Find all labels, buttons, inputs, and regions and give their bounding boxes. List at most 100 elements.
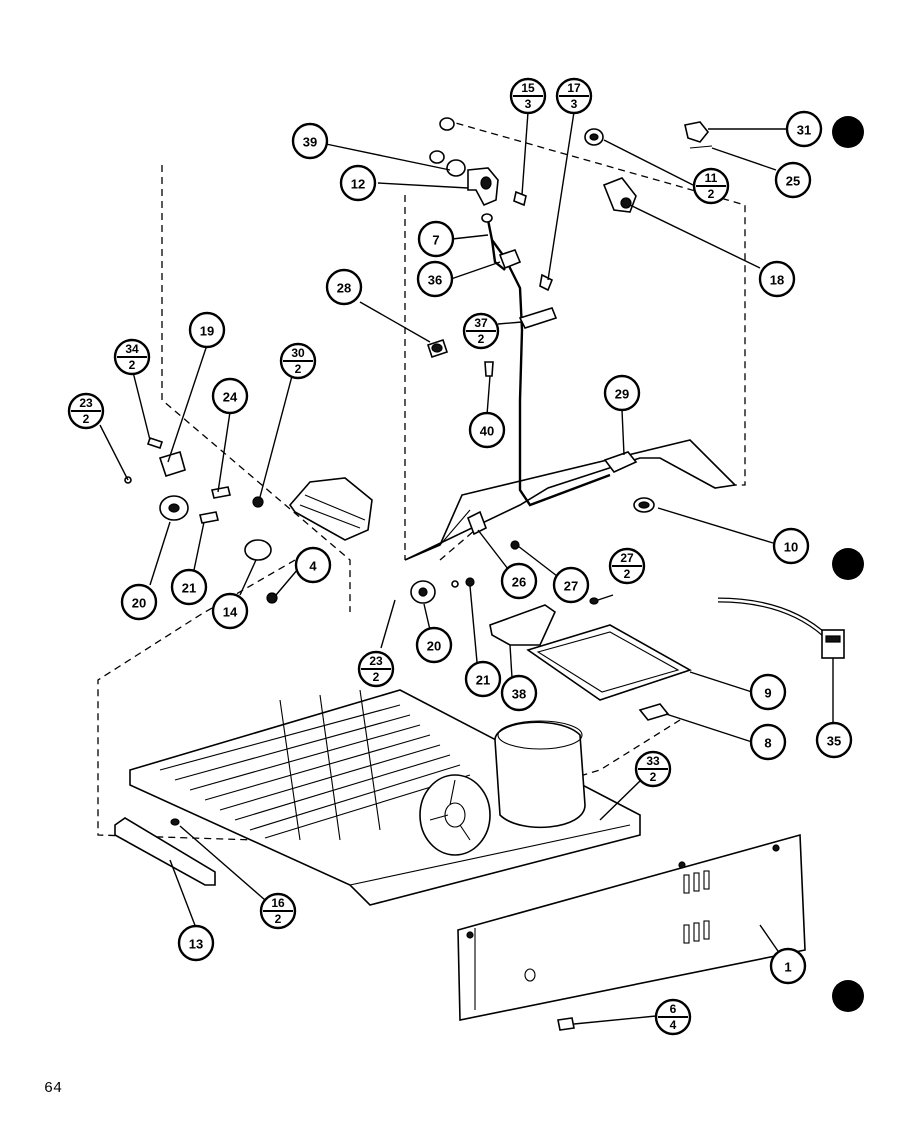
callout-number: 39 (303, 135, 317, 150)
callout-circle (774, 161, 812, 199)
callout-c27: 27 (552, 566, 590, 604)
callout-c15-3: 153 (509, 77, 547, 115)
callout-number: 12 (351, 177, 365, 192)
callout-top-number: 33 (646, 754, 660, 768)
callout-bottom-number: 2 (373, 670, 380, 684)
callout-number: 10 (784, 540, 798, 555)
callout-number: 20 (427, 639, 441, 654)
callout-number: 26 (512, 575, 526, 590)
callout-circle (170, 568, 208, 606)
callout-c7: 7 (417, 220, 455, 258)
callout-c36: 36 (416, 260, 454, 298)
callout-top-number: 37 (474, 316, 488, 330)
callout-top-number: 17 (567, 81, 581, 95)
callout-c14: 14 (211, 592, 249, 630)
callout-c37-2: 372 (462, 312, 500, 350)
callout-number: 29 (615, 387, 629, 402)
callout-number: 25 (786, 174, 800, 189)
callout-circle (415, 626, 453, 664)
callout-top-number: 16 (271, 896, 285, 910)
callout-c28: 28 (325, 268, 363, 306)
callout-number: 13 (189, 937, 203, 952)
condenser-fan (419, 774, 491, 856)
callout-c9: 9 (749, 673, 787, 711)
leader-lines (99, 111, 834, 1025)
callout-circle (749, 673, 787, 711)
callout-c34-2: 342 (113, 338, 151, 376)
callout-c39: 39 (291, 122, 329, 160)
callout-top-number: 23 (79, 396, 93, 410)
page-number: 64 (44, 1080, 63, 1097)
callout-number: 14 (223, 605, 238, 620)
callout-circle (211, 377, 249, 415)
callout-circle (468, 411, 506, 449)
callout-circle (417, 220, 455, 258)
callout-c19: 19 (188, 311, 226, 349)
callout-circle (769, 947, 807, 985)
callout-number: 9 (764, 686, 771, 701)
callout-number: 36 (428, 273, 442, 288)
callout-top-number: 30 (291, 346, 305, 360)
callout-c20b: 20 (415, 626, 453, 664)
registration-dot-middle (832, 548, 864, 580)
callout-number: 21 (476, 673, 490, 688)
callout-number: 4 (309, 559, 317, 574)
callout-c26: 26 (500, 562, 538, 600)
callout-number: 24 (223, 390, 238, 405)
callout-circle (815, 721, 853, 759)
callout-bottom-number: 3 (571, 97, 578, 111)
callout-c12: 12 (339, 164, 377, 202)
callout-circle (416, 260, 454, 298)
callout-number: 35 (827, 734, 841, 749)
callout-circle (552, 566, 590, 604)
callout-circle (177, 924, 215, 962)
callout-c24: 24 (211, 377, 249, 415)
callout-circle (500, 674, 538, 712)
callout-c6-4: 64 (654, 998, 692, 1036)
callout-c29: 29 (603, 374, 641, 412)
callout-c23-2a: 232 (67, 392, 105, 430)
callout-bottom-number: 2 (624, 567, 631, 581)
callout-number: 19 (200, 324, 214, 339)
drain-pan-parts (489, 604, 692, 721)
callout-number: 20 (132, 596, 146, 611)
bracket (114, 817, 216, 886)
callout-number: 8 (764, 736, 771, 751)
callout-c33-2: 332 (634, 750, 672, 788)
callout-bottom-number: 2 (708, 187, 715, 201)
callout-circle (603, 374, 641, 412)
callout-circle (325, 268, 363, 306)
callout-bottom-number: 2 (295, 362, 302, 376)
tubing-assembly (481, 213, 611, 507)
callout-number: 21 (182, 581, 196, 596)
callout-c35: 35 (815, 721, 853, 759)
callout-circle (500, 562, 538, 600)
callout-number: 7 (432, 233, 439, 248)
callout-c21a: 21 (170, 568, 208, 606)
callout-top-number: 15 (521, 81, 535, 95)
wire-harness (717, 597, 845, 659)
callout-circle (772, 527, 810, 565)
callout-circle (464, 660, 502, 698)
base-pan-assembly (129, 689, 641, 906)
callout-c10: 10 (772, 527, 810, 565)
callout-c31: 31 (785, 110, 823, 148)
callout-c38: 38 (500, 674, 538, 712)
callout-bottom-number: 3 (525, 97, 532, 111)
callout-number: 31 (797, 123, 811, 138)
callout-circle (291, 122, 329, 160)
callout-bottom-number: 4 (670, 1018, 677, 1032)
callout-c4: 4 (294, 546, 332, 584)
callout-c23-2b: 232 (357, 650, 395, 688)
top-parts (426, 117, 713, 513)
callout-top-number: 27 (620, 551, 634, 565)
callout-c18: 18 (758, 260, 796, 298)
callout-number: 38 (512, 687, 526, 702)
callout-c17-3: 173 (555, 77, 593, 115)
callout-circle (339, 164, 377, 202)
callout-c8: 8 (749, 723, 787, 761)
callout-circle (758, 260, 796, 298)
registration-dots (832, 116, 864, 1012)
